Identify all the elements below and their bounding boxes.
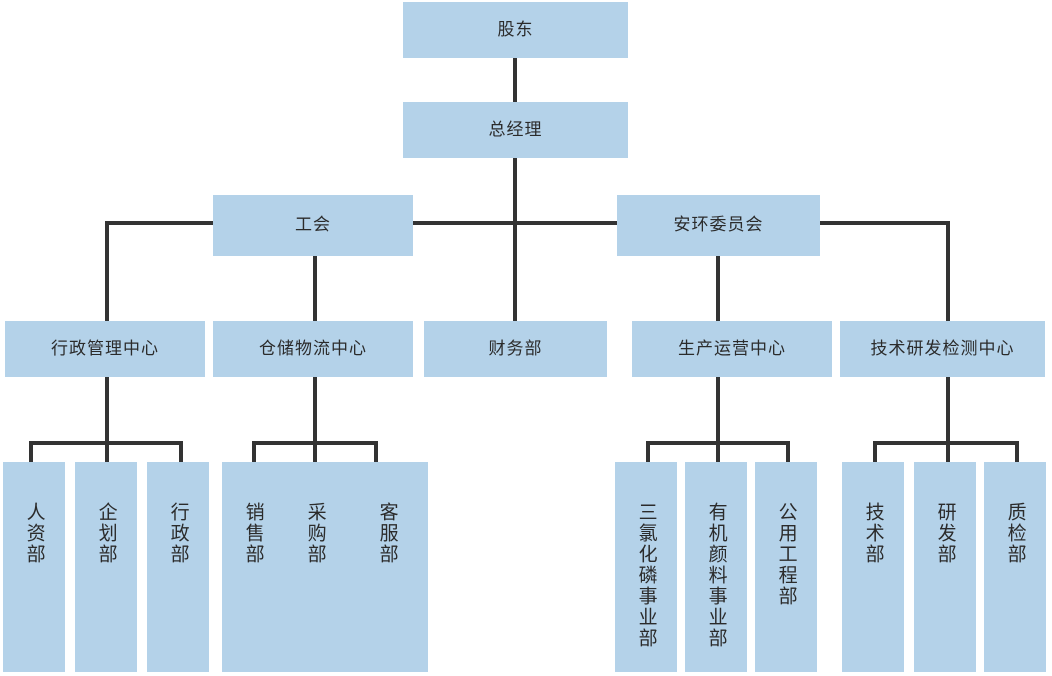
node-quality-inspection-dept[interactable]: 质检部 (984, 462, 1046, 672)
connector-logistics-to-customer (374, 441, 378, 463)
node-logistics-center-label: 仓储物流中心 (259, 338, 367, 358)
node-hr-dept[interactable]: 人资部 (3, 462, 65, 672)
node-pcl3-division[interactable]: 三氯化磷事业部 (615, 462, 677, 672)
connector-tier2-bar-center (413, 221, 619, 225)
connector-bar-to-admin-center (105, 221, 109, 323)
node-shareholder[interactable]: 股东 (403, 2, 628, 58)
node-production-center[interactable]: 生产运营中心 (632, 321, 832, 377)
connector-bar-to-rnd-center (946, 221, 950, 323)
connector-production-to-utilities (786, 441, 790, 463)
connector-production-stem (716, 377, 720, 443)
connector-logistics-stem (313, 377, 317, 443)
node-hr-dept-label: 人资部 (23, 502, 45, 565)
connector-admin-to-hr (29, 441, 33, 463)
node-general-manager[interactable]: 总经理 (403, 102, 628, 158)
connector-gm-stem (513, 158, 517, 323)
connector-logistics-to-sales (252, 441, 256, 463)
node-safety-committee-label: 安环委员会 (673, 215, 764, 235)
node-production-center-label: 生产运营中心 (678, 338, 786, 358)
node-union[interactable]: 工会 (213, 195, 413, 256)
node-logistics-center[interactable]: 仓储物流中心 (213, 321, 413, 377)
node-admin-center-label: 行政管理中心 (51, 338, 159, 358)
node-safety-committee[interactable]: 安环委员会 (617, 195, 820, 256)
node-organic-pigment-division-label: 有机颜料事业部 (705, 502, 727, 649)
node-customer-service-dept[interactable]: 客服部 (346, 462, 428, 672)
node-rnd-dept[interactable]: 研发部 (914, 462, 976, 672)
node-utilities-engineering-dept-label: 公用工程部 (775, 502, 797, 607)
connector-admin-to-administration (179, 441, 183, 463)
node-planning-dept-label: 企划部 (95, 502, 117, 565)
node-organic-pigment-division[interactable]: 有机颜料事业部 (685, 462, 747, 672)
connector-production-to-pigment (716, 441, 720, 463)
node-customer-service-dept-label: 客服部 (376, 502, 398, 565)
connector-logistics-to-purchasing (313, 441, 317, 463)
node-technology-dept[interactable]: 技术部 (842, 462, 904, 672)
node-general-manager-label: 总经理 (488, 119, 543, 139)
node-quality-inspection-dept-label: 质检部 (1004, 502, 1026, 565)
node-rnd-dept-label: 研发部 (934, 502, 956, 565)
connector-production-to-pcl3 (646, 441, 650, 463)
node-technology-dept-label: 技术部 (862, 502, 884, 565)
connector-admin-center-stem (105, 377, 109, 443)
connector-admin-to-planning (105, 441, 109, 463)
node-admin-center[interactable]: 行政管理中心 (5, 321, 205, 377)
node-rnd-center-label: 技术研发检测中心 (870, 338, 1015, 358)
connector-tier2-bar-left (105, 221, 215, 225)
node-sales-dept-label: 销售部 (242, 502, 264, 565)
node-utilities-engineering-dept[interactable]: 公用工程部 (755, 462, 817, 672)
node-pcl3-division-label: 三氯化磷事业部 (635, 502, 657, 649)
node-finance-dept[interactable]: 财务部 (424, 321, 607, 377)
connector-tier2-bar-right (820, 221, 950, 225)
node-rnd-center[interactable]: 技术研发检测中心 (840, 321, 1045, 377)
node-administration-dept[interactable]: 行政部 (147, 462, 209, 672)
node-sales-dept[interactable]: 销售部 (222, 462, 284, 672)
node-administration-dept-label: 行政部 (167, 502, 189, 565)
connector-rnd-to-qc (1015, 441, 1019, 463)
connector-rnd-center-stem (946, 377, 950, 443)
node-finance-dept-label: 财务部 (488, 338, 543, 358)
connector-union-to-logistics (313, 256, 317, 323)
connector-rnd-to-rnd-dept (946, 441, 950, 463)
node-union-label: 工会 (295, 215, 331, 235)
node-purchasing-dept-label: 采购部 (304, 502, 326, 565)
connector-shareholder-to-gm (513, 57, 517, 102)
connector-rnd-to-tech (873, 441, 877, 463)
node-purchasing-dept[interactable]: 采购部 (284, 462, 346, 672)
connector-safety-to-production (716, 256, 720, 323)
node-planning-dept[interactable]: 企划部 (75, 462, 137, 672)
node-shareholder-label: 股东 (497, 19, 534, 39)
